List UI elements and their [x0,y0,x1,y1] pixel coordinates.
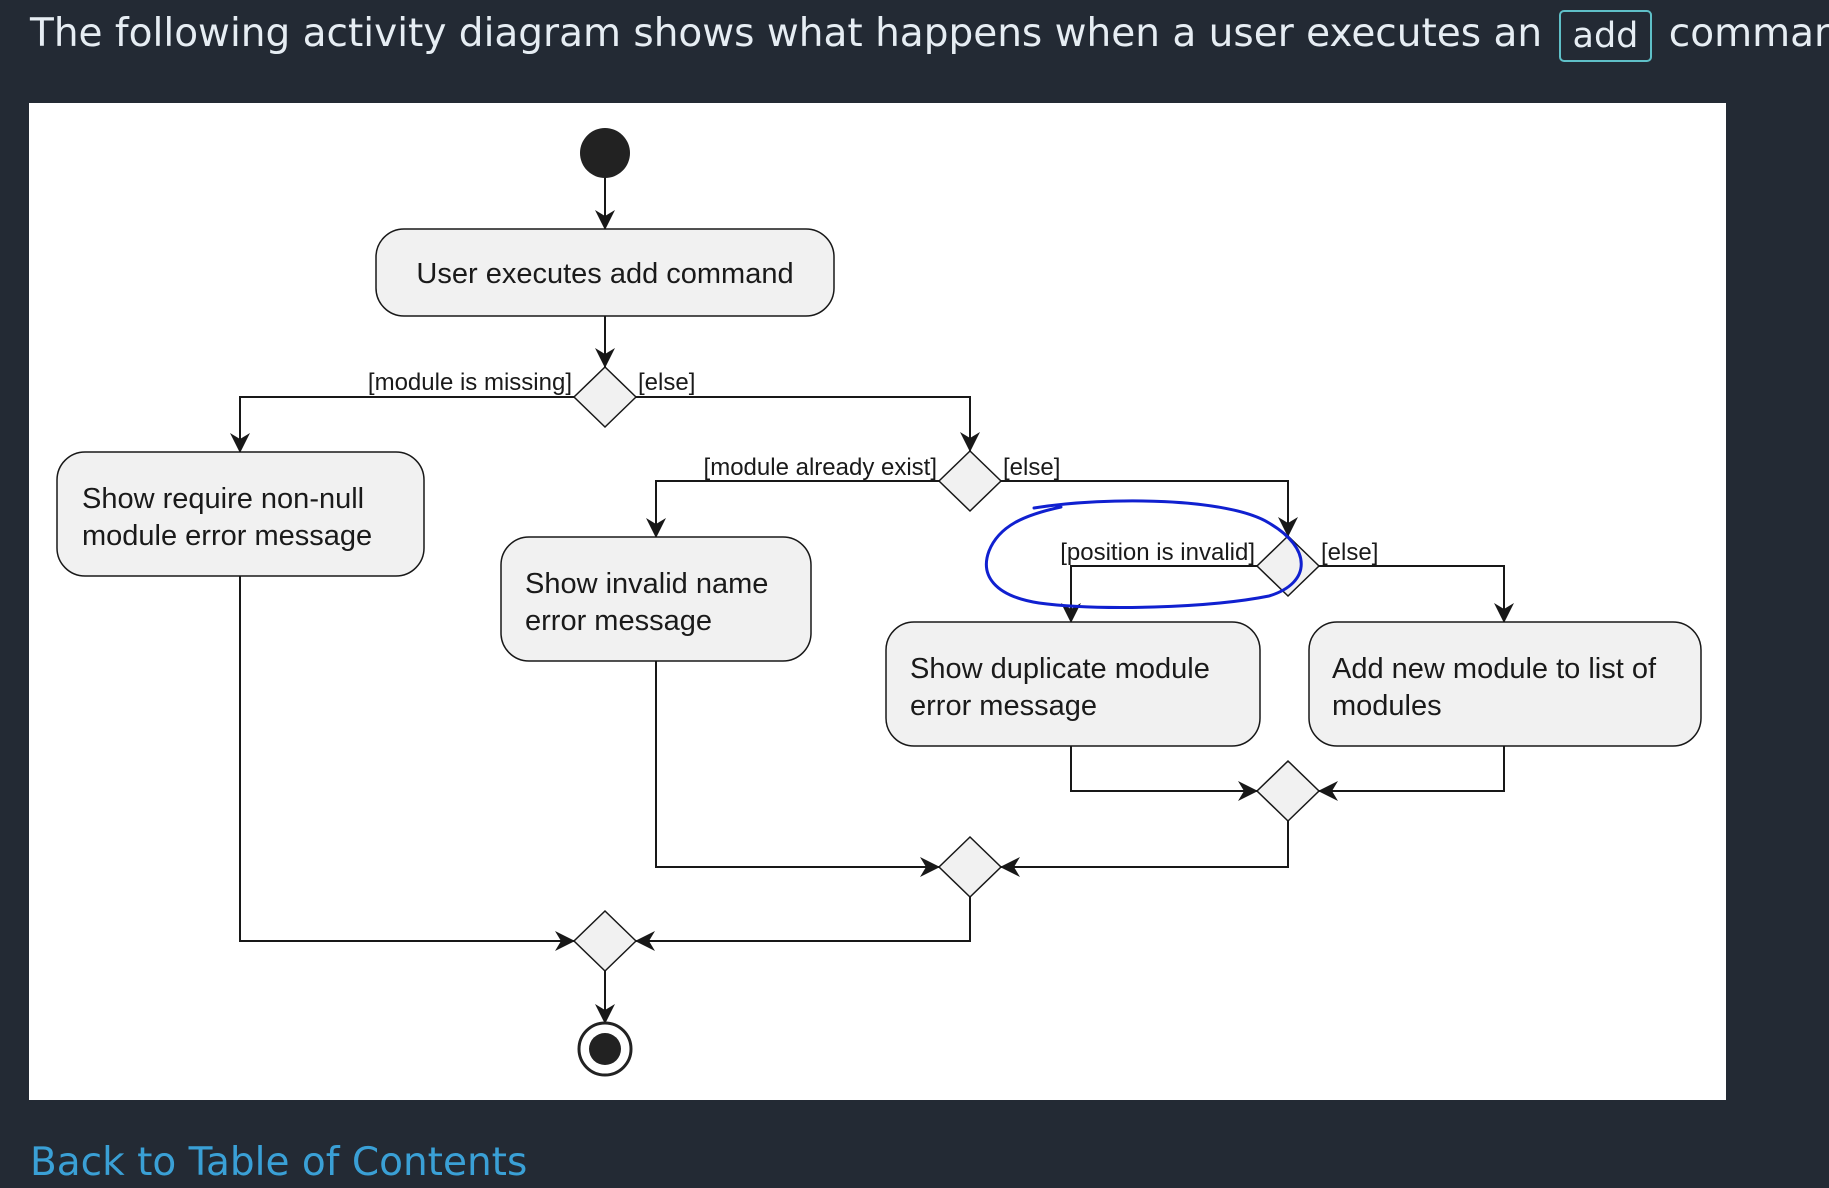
activity-diagram: User executes add command Show require n… [29,103,1726,1100]
guard-else-3: [else] [1321,539,1378,566]
node-add-new-module-line-2: modules [1332,690,1442,722]
node-add-new-module-line-1: Add new module to list of [1332,653,1657,685]
decision-module-exists [937,449,1003,513]
node-user-executes: User executes add command [375,228,835,317]
back-to-toc-link[interactable]: Back to Table of Contents [30,1140,528,1185]
inline-code-add: add [1558,9,1653,62]
start-node [580,128,630,178]
end-node [577,1021,633,1077]
guard-module-exists: [module already exist] [704,454,937,481]
guard-else-2: [else] [1003,454,1060,481]
guard-module-missing: [module is missing] [368,369,572,396]
node-require-non-null-line-1: Show require non-null [82,483,364,515]
decision-module-missing [572,365,638,429]
intro-text-after: command: [1668,11,1829,56]
intro-text-before: The following activity diagram shows wha… [30,11,1543,56]
node-require-non-null: Show require non-null module error messa… [56,451,425,577]
node-duplicate-module-line-2: error message [910,690,1097,722]
node-invalid-name-line-2: error message [525,605,712,637]
merge-node-1 [572,909,638,973]
node-user-executes-label: User executes add command [416,258,793,290]
decision-position-invalid [1255,534,1321,598]
node-invalid-name-line-1: Show invalid name [525,568,768,600]
guard-position-invalid: [position is invalid] [1060,539,1255,566]
node-require-non-null-line-2: module error message [82,520,372,552]
intro-sentence: The following activity diagram shows wha… [30,8,1829,62]
annotation-circle [984,499,1303,609]
merge-node-3 [1255,759,1321,823]
node-invalid-name: Show invalid name error message [500,536,812,662]
guard-else-1: [else] [638,369,695,396]
node-duplicate-module-line-1: Show duplicate module [910,653,1210,685]
node-add-new-module: Add new module to list of modules [1308,621,1702,747]
node-duplicate-module: Show duplicate module error message [885,621,1261,747]
merge-node-2 [937,835,1003,899]
